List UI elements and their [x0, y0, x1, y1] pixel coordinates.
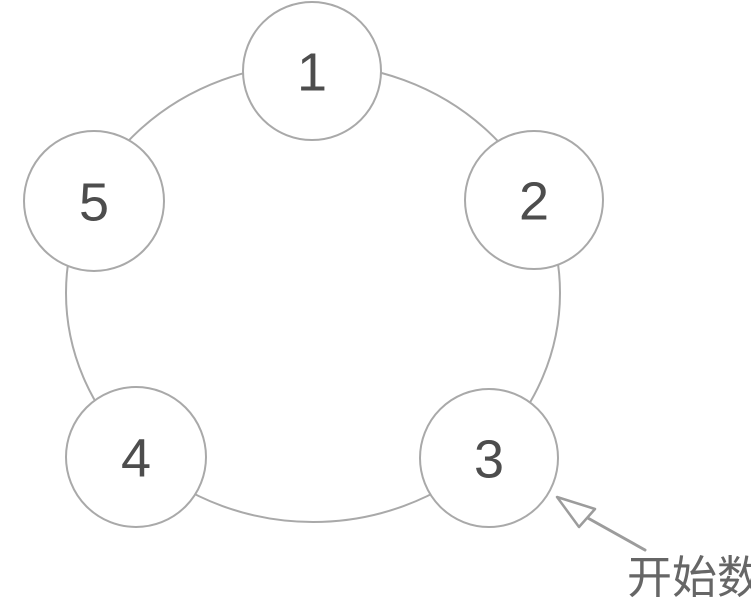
- node-circle: [23, 130, 165, 272]
- node-label: 3: [474, 429, 504, 489]
- node-label: 1: [297, 42, 327, 102]
- start-annotation-arrow: [555, 495, 647, 552]
- ring-node: 1: [242, 1, 382, 141]
- node-label: 4: [121, 428, 151, 488]
- arrow-head-icon: [555, 495, 597, 529]
- ring-node: 4: [65, 386, 207, 528]
- node-label: 5: [79, 172, 109, 232]
- ring-node: 5: [23, 130, 165, 272]
- node-circle: [65, 386, 207, 528]
- node-circle: [464, 130, 604, 270]
- node-circle: [242, 1, 382, 141]
- ring-node: 3: [419, 388, 559, 528]
- node-circle: [419, 388, 559, 528]
- node-label: 2: [519, 171, 549, 231]
- start-annotation-label: 开始数: [627, 552, 751, 603]
- ring-node: 2: [464, 130, 604, 270]
- arrow-shaft: [584, 515, 647, 552]
